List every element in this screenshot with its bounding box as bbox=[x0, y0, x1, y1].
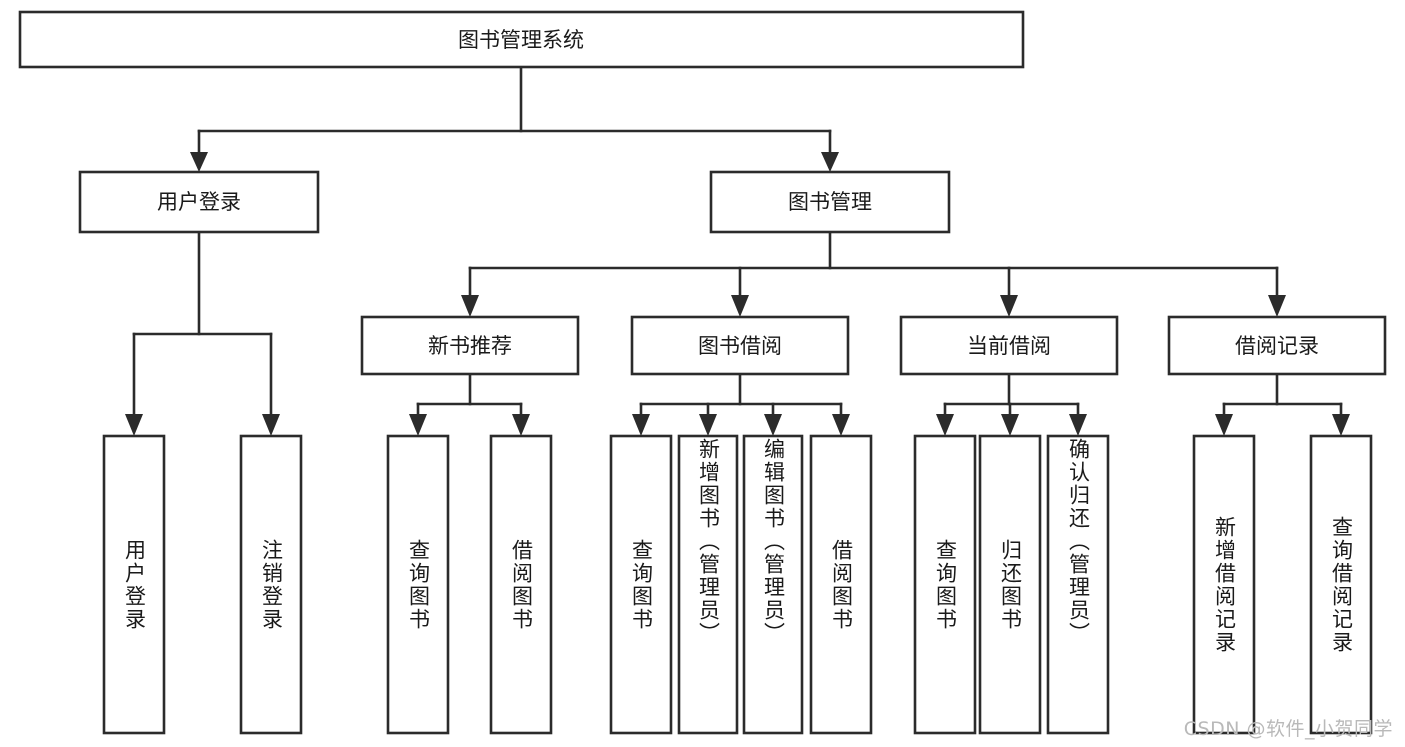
node-box-leaf-user-logout[interactable] bbox=[239, 434, 303, 735]
node-box-leaf-add-borrow-record[interactable] bbox=[1192, 434, 1256, 735]
node-box-borrow-record[interactable] bbox=[1167, 315, 1387, 376]
node-box-leaf-user-login[interactable] bbox=[102, 434, 166, 735]
node-box-leaf-borrow-book-1[interactable] bbox=[489, 434, 553, 735]
node-label-book-borrow: 图书借阅 bbox=[698, 334, 782, 358]
connector-layer bbox=[125, 65, 1350, 436]
arrow-head-leaf-add-borrow-record bbox=[1215, 414, 1233, 436]
arrow-head-leaf-query-borrow-record bbox=[1332, 414, 1350, 436]
arrow-head-book-borrow bbox=[731, 295, 749, 317]
node-box-leaf-return-book[interactable] bbox=[978, 434, 1042, 735]
node-box-root[interactable] bbox=[18, 10, 1025, 69]
node-box-leaf-add-book[interactable] bbox=[677, 434, 739, 735]
arrow-head-leaf-return-book bbox=[1001, 414, 1019, 436]
arrow-head-leaf-query-book-2 bbox=[632, 414, 650, 436]
arrow-head-current-borrow bbox=[1000, 295, 1018, 317]
node-label-borrow-record: 借阅记录 bbox=[1235, 334, 1319, 358]
arrow-head-leaf-user-logout bbox=[262, 414, 280, 436]
arrow-head-user-login bbox=[190, 152, 208, 172]
arrow-head-leaf-add-book bbox=[699, 414, 717, 436]
node-layer: 图书管理系统 用户登录 图书管理 新书推荐 图书借阅 当前借阅 借阅记录 bbox=[18, 10, 1387, 735]
node-box-leaf-query-book-2[interactable] bbox=[609, 434, 673, 735]
arrow-head-leaf-query-book-1 bbox=[409, 414, 427, 436]
node-label-user-login: 用户登录 bbox=[157, 190, 241, 214]
watermark-text: CSDN @软件_小贺同学 bbox=[1183, 718, 1393, 740]
arrow-head-book-management bbox=[821, 152, 839, 172]
arrow-head-leaf-query-book-3 bbox=[936, 414, 954, 436]
arrow-head-borrow-record bbox=[1268, 295, 1286, 317]
arrow-head-leaf-confirm-return bbox=[1069, 414, 1087, 436]
arrow-head-leaf-borrow-book-2 bbox=[832, 414, 850, 436]
node-label-root: 图书管理系统 bbox=[458, 28, 584, 52]
node-box-book-borrow[interactable] bbox=[630, 315, 850, 376]
node-label-new-book-recommend: 新书推荐 bbox=[428, 334, 512, 358]
arrow-head-leaf-edit-book bbox=[764, 414, 782, 436]
node-box-leaf-edit-book[interactable] bbox=[742, 434, 804, 735]
node-box-current-borrow[interactable] bbox=[899, 315, 1119, 376]
node-box-book-management[interactable] bbox=[709, 170, 951, 234]
node-box-leaf-query-book-3[interactable] bbox=[913, 434, 977, 735]
node-box-user-login[interactable] bbox=[78, 170, 320, 234]
node-box-leaf-borrow-book-2[interactable] bbox=[809, 434, 873, 735]
arrow-head-leaf-borrow-book-1 bbox=[512, 414, 530, 436]
node-box-leaf-query-book-1[interactable] bbox=[386, 434, 450, 735]
node-box-new-book-recommend[interactable] bbox=[360, 315, 580, 376]
node-label-current-borrow: 当前借阅 bbox=[967, 334, 1051, 358]
arrow-head-leaf-user-login bbox=[125, 414, 143, 436]
node-label-book-management: 图书管理 bbox=[788, 190, 872, 214]
arrow-head-new-book-recommend bbox=[461, 295, 479, 317]
node-box-leaf-confirm-return[interactable] bbox=[1046, 434, 1110, 735]
node-box-leaf-query-borrow-record[interactable] bbox=[1309, 434, 1373, 735]
